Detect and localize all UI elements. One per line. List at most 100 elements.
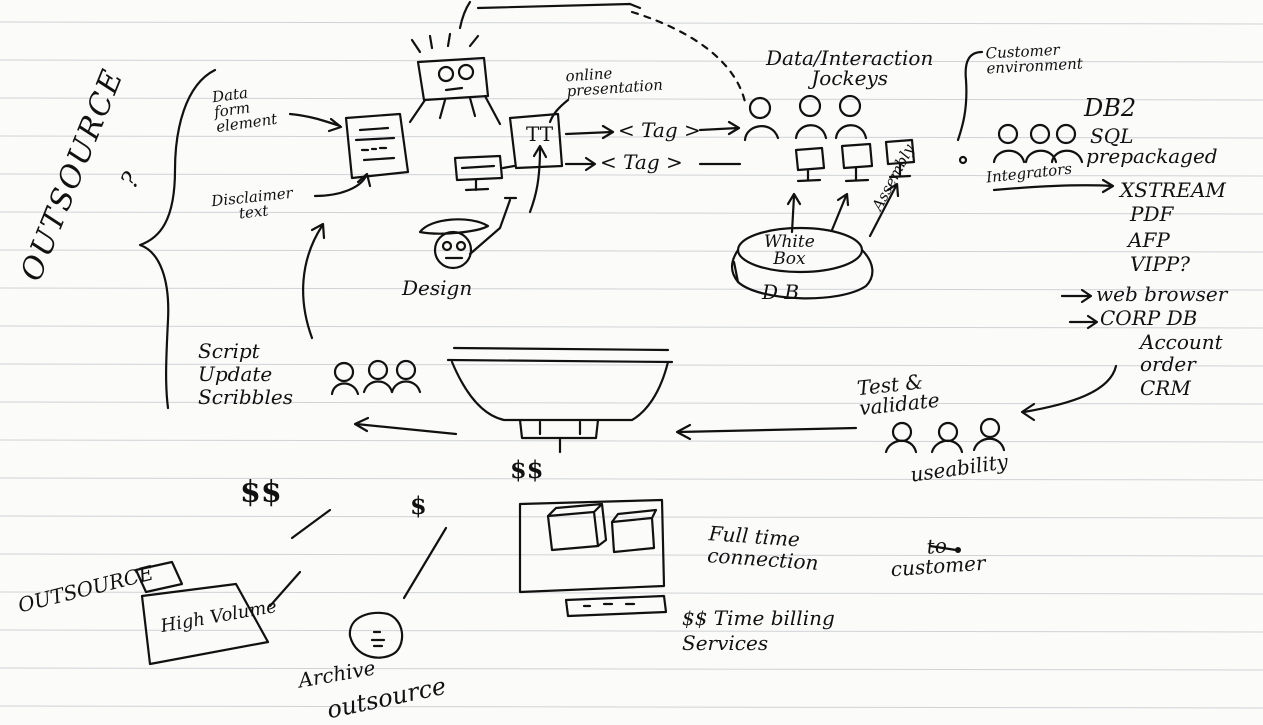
prepackaged-label: prepackaged [1086, 144, 1218, 168]
box-arrow-2 [830, 194, 848, 232]
money-archive-label: $ [410, 491, 427, 520]
designer-figure [418, 196, 518, 270]
loop-arrow-up [302, 224, 324, 340]
sql-label: SQL [1090, 124, 1134, 148]
script-update-scribbles-label: Script Update Scribbles [198, 339, 293, 409]
output-pdf: PDF [1130, 202, 1174, 226]
form-document-icon [344, 112, 410, 180]
web-arrow [1060, 288, 1093, 304]
full-time-connection-label: Full time connection [706, 521, 820, 575]
monitor-workstations [794, 138, 916, 183]
corp-db-label: CORP DB [1100, 306, 1198, 330]
money-left-label: $$ [240, 475, 282, 510]
corp-item-order: order [1140, 352, 1196, 376]
output-afp: AFP [1128, 228, 1170, 252]
ruled-line [0, 249, 1263, 253]
corp-to-test-arrow [1022, 364, 1118, 414]
ruled-lines [0, 21, 1263, 709]
high-volume-printer [134, 560, 270, 666]
funnel-to-script-arrow [354, 422, 458, 436]
tester-people [884, 417, 1006, 454]
loop-arrow-up-head [310, 222, 326, 240]
funnel-money-label: $$ [510, 455, 544, 484]
design-label: Design [402, 276, 473, 300]
test-to-funnel-arrow [676, 426, 858, 434]
corp-item-account: Account [1140, 330, 1223, 354]
customer-dot [958, 155, 968, 165]
corp-item-crm: CRM [1140, 376, 1191, 400]
ruled-line [0, 401, 1263, 405]
funnel [446, 346, 674, 454]
ruled-line [0, 21, 1263, 25]
db-label: D B [762, 280, 800, 304]
ruled-line [0, 325, 1263, 329]
ruled-line [0, 287, 1263, 291]
box-arrow-2-head [836, 192, 850, 207]
customer-connect-dot [955, 547, 961, 553]
top-bar [476, 2, 642, 10]
tag-arrow-1-head [601, 124, 615, 140]
script-people [330, 359, 422, 396]
top-stroke [458, 0, 472, 30]
designer-arrow [528, 146, 542, 214]
test-to-funnel-arrow-head [675, 423, 692, 441]
money-archive-slash [402, 526, 448, 600]
output-vipp: VIPP? [1130, 252, 1190, 276]
left-bracket [138, 68, 217, 410]
customer-environment-label: Customer environment [985, 40, 1084, 78]
box-arrow-1 [790, 194, 796, 234]
tag-arrow-3-head [584, 156, 597, 172]
designer-arrow-head [532, 144, 548, 159]
ruled-line [0, 363, 1263, 367]
form-arrow [288, 112, 342, 128]
db2-label: DB2 [1084, 94, 1137, 122]
ruled-line [0, 135, 1263, 139]
box-arrow-1-head [786, 192, 802, 206]
funnel-to-script-arrow-head [353, 416, 370, 433]
presentation-box-mark: TT [526, 122, 554, 146]
tag-label-1: < Tag > [618, 118, 701, 142]
tag-arrow-2 [698, 126, 740, 132]
ruled-line [0, 667, 1263, 671]
ruled-line [0, 439, 1263, 443]
small-monitor-icon [453, 154, 504, 192]
ruled-line [0, 515, 1263, 519]
tag-arrow-2-head [727, 120, 741, 136]
to-customer-label: to customer [889, 533, 987, 582]
online-presentation-label: online presentation [564, 64, 664, 101]
integrators-arrow-head [1101, 178, 1115, 194]
ruled-line [0, 629, 1263, 633]
server-equipment [518, 498, 668, 618]
corp-arrow [1068, 314, 1099, 330]
tag-arrow-1 [564, 130, 614, 136]
ruled-line [0, 59, 1263, 63]
archive-disc [348, 611, 404, 659]
ruled-line [0, 553, 1263, 557]
money-left-slash [290, 508, 332, 540]
integrators-arrow [992, 184, 1114, 192]
ruled-line [0, 173, 1263, 177]
corp-to-test-arrow-head [1020, 402, 1036, 422]
test-validate-label: Test & validate [855, 369, 941, 421]
ruled-line [0, 591, 1263, 595]
time-billing-services-label: $$ Time billing Services [682, 606, 835, 655]
customer-bracket [956, 50, 984, 142]
dashed-arc [630, 10, 747, 104]
data-interaction-jockeys-label: Data/Interaction Jockeys [766, 46, 934, 90]
tag-label-2: < Tag > [600, 150, 683, 174]
data-form-element-label: Data form element [210, 83, 279, 137]
white-box-label: White Box [764, 232, 815, 269]
disclaimer-arrow-head [356, 172, 372, 188]
form-arrow-head [327, 117, 343, 133]
online-arrow [548, 98, 570, 124]
ruled-line [0, 97, 1263, 101]
ruled-line [0, 477, 1263, 481]
customer-connect-line [928, 544, 958, 552]
presentation-box [508, 112, 564, 170]
output-xstream: XSTREAM [1120, 178, 1226, 202]
person-figure-top [408, 32, 502, 126]
monitor-arrow [501, 164, 516, 170]
box-arrow-3 [868, 184, 898, 238]
disclaimer-arrow [313, 174, 368, 198]
